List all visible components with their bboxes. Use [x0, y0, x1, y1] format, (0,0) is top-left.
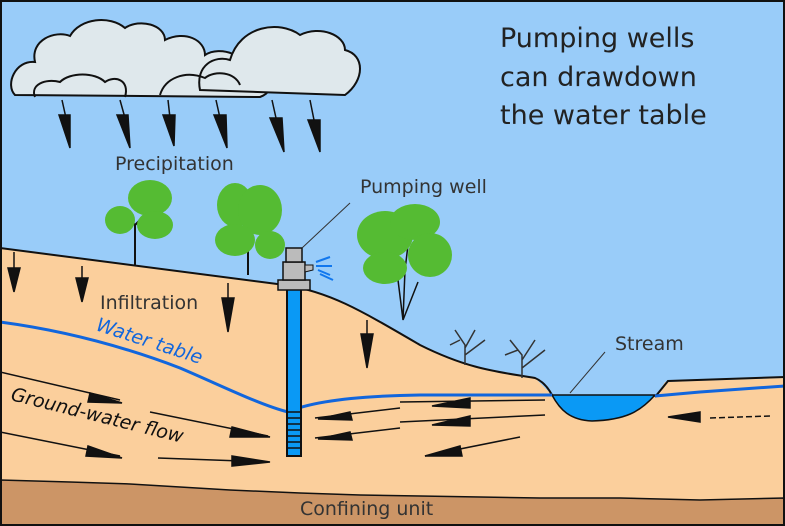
pumping-well — [277, 202, 351, 457]
land-surface-line — [0, 247, 785, 398]
precipitation-label: Precipitation — [115, 153, 234, 175]
cloud-icon — [10, 19, 361, 99]
bare-shrub-icon — [449, 329, 546, 378]
water-spray-icon — [315, 256, 334, 281]
confining-unit — [0, 479, 785, 526]
title-line-2: can drawdown — [500, 62, 697, 93]
tree-icon — [357, 204, 452, 321]
pumping-well-pointer-line — [301, 202, 351, 249]
precipitation-arrows — [57, 99, 321, 153]
tree-icon — [215, 183, 285, 275]
pumping-well-label: Pumping well — [360, 176, 487, 198]
title-line-3: the water table — [500, 100, 707, 131]
aquifer-soil — [0, 248, 785, 526]
stream-pointer-line — [569, 351, 606, 394]
confining-unit-label: Confining unit — [300, 498, 433, 520]
tree-icon — [105, 180, 173, 265]
water-table-line — [0, 320, 785, 414]
title-line-1: Pumping wells — [500, 23, 694, 54]
infiltration-arrows — [7, 252, 374, 369]
infiltration-label: Infiltration — [100, 292, 198, 314]
stream-water — [550, 394, 657, 422]
groundwater-flow-arrows — [0, 371, 771, 467]
stream-label: Stream — [615, 333, 684, 355]
